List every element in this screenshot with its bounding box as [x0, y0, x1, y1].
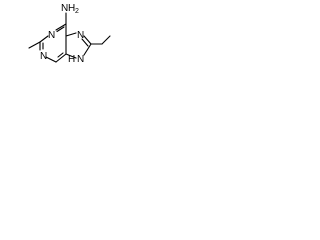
bond-n7-c8 — [83, 35, 92, 45]
atom-n9-h: H — [68, 54, 75, 65]
atom-labels: N H 2 N N N N H — [40, 3, 84, 65]
bond-c5-c4-double — [57, 52, 64, 58]
atom-amine-n: N — [61, 3, 68, 14]
bond-ethyl-2 — [101, 35, 111, 45]
bonds — [28, 12, 111, 63]
atom-amine-sub: 2 — [75, 8, 79, 15]
bond-n9-c4 — [65, 53, 77, 59]
structure-svg: N H 2 N N N N H — [28, 3, 111, 65]
atom-amine-h: H — [68, 3, 75, 14]
bond-n3-c4 — [45, 56, 57, 63]
bond-c8-n9 — [83, 43, 92, 56]
atom-n1: N — [48, 30, 55, 41]
bond-c4-c5 — [55, 53, 67, 63]
bond-c6-n1 — [55, 23, 67, 31]
atom-n3: N — [40, 51, 47, 62]
atom-n9: N — [77, 54, 84, 65]
atom-n7: N — [77, 30, 84, 41]
bond-n1-c2 — [39, 35, 49, 43]
bond-c2-methyl — [28, 41, 41, 49]
bond-c5-n7 — [65, 32, 77, 37]
molecule-diagram: N H 2 N N N N H — [0, 0, 114, 81]
bond-n7-c8-double — [81, 38, 89, 47]
bond-c6-n1-double — [56, 26, 65, 33]
